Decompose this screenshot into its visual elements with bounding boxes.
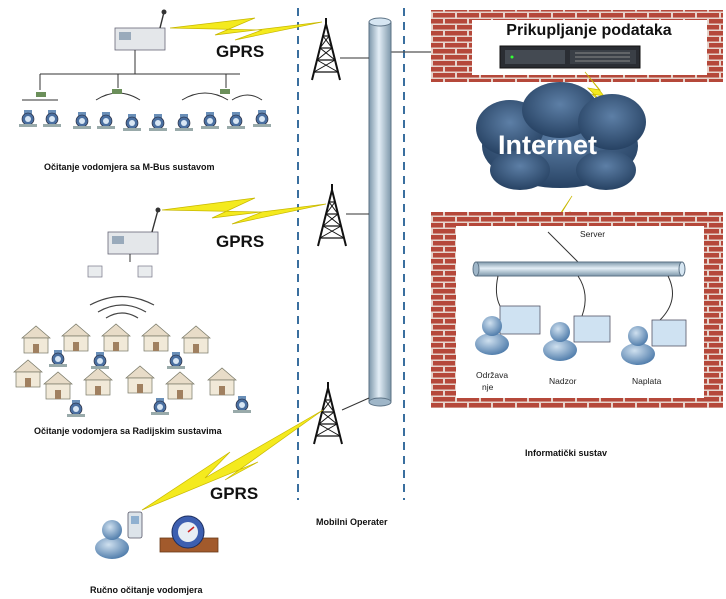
concentrator-icon [114,9,167,51]
maintenance-label-line1: Održava [476,370,509,380]
lightning-icon [141,409,324,511]
cloud-icon [476,82,646,190]
lightning-icon [161,197,327,225]
operator-caption: Mobilni Operater [316,517,388,527]
gprs-label: GPRS [210,484,259,503]
data-collection-title: Prikupljanje podataka [474,20,704,42]
tower-icon [311,17,341,81]
concentrator-icon [87,207,161,278]
handheld-reader-icon [127,511,143,539]
radio-waves-icon [89,296,155,319]
operator-backbone-pipe [368,17,392,407]
maintenance-label-line2: nje [482,382,494,392]
gprs-label: GPRS [216,232,265,251]
workstation-maintenance [475,305,541,355]
water-meter-icon [18,109,272,132]
house-icon [13,323,237,400]
server-label: Server [580,229,606,239]
person-icon [95,520,129,559]
internet-label: Internet [498,130,598,160]
mbus-network [22,50,263,101]
manual-caption: Ručno očitanje vodomjera [90,585,203,595]
lan-bus-pipe [472,261,686,277]
radio-caption: Očitanje vodomjera sa Radijskim sustavim… [34,426,222,436]
mbus-caption: Očitanje vodomjera sa M-Bus sustavom [44,162,215,172]
mbus-node-icon [36,89,230,97]
workstation-supervision [543,315,611,361]
it-system-caption: Informatički sustav [525,448,608,458]
supervision-label: Nadzor [549,376,577,386]
tower-icon [317,183,347,247]
workstation-billing [621,319,687,365]
server-rack-icon [499,45,641,69]
billing-label: Naplata [632,376,662,386]
lightning-icon [169,17,323,41]
water-meter-icon [159,515,219,553]
gprs-label: GPRS [216,42,265,61]
